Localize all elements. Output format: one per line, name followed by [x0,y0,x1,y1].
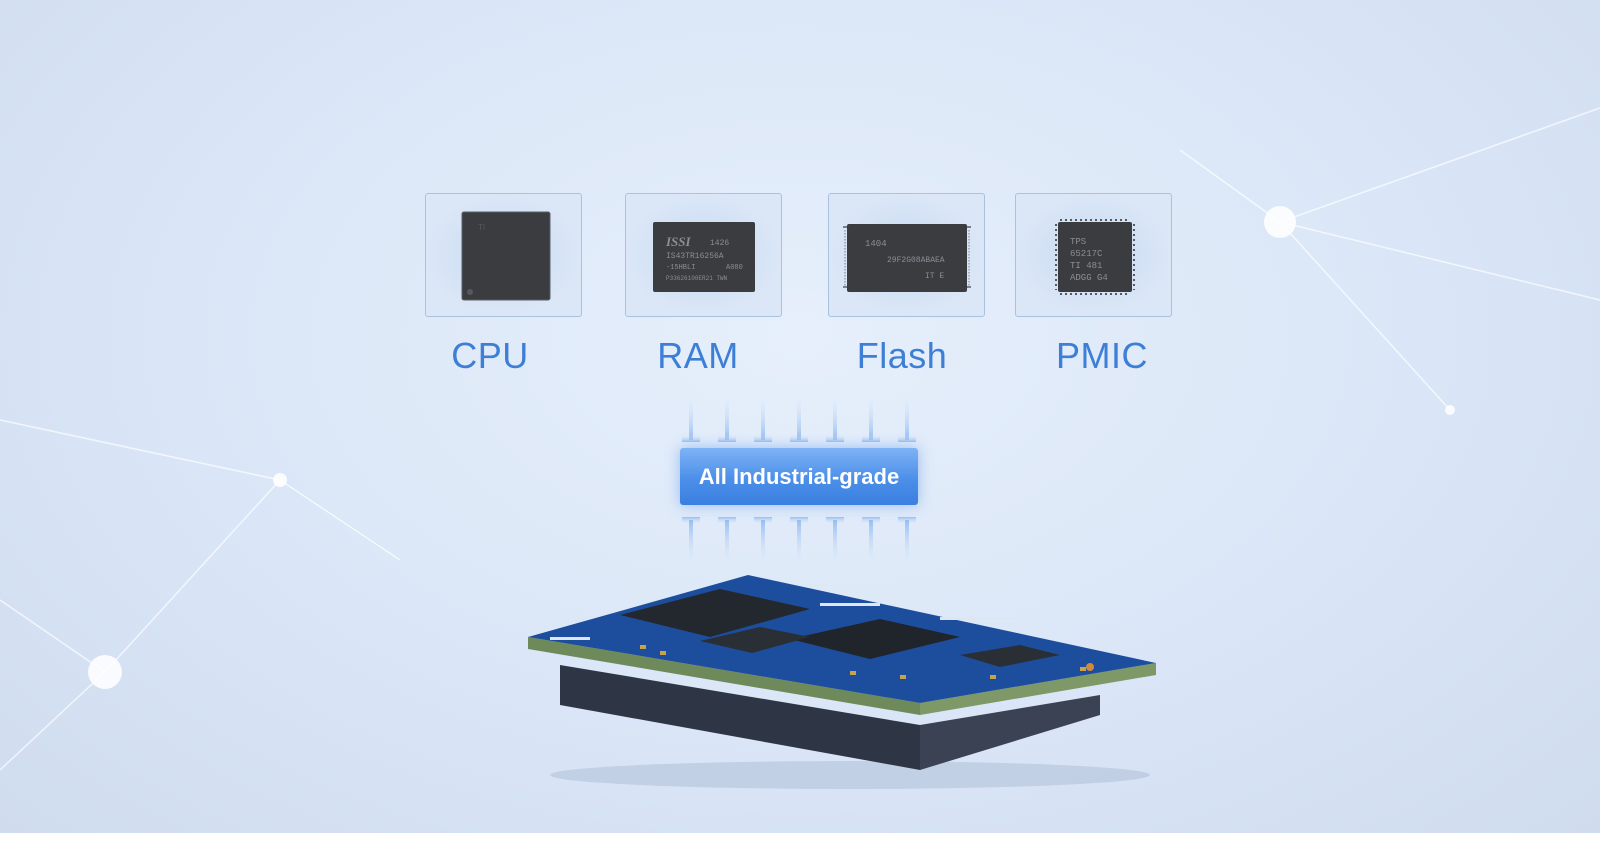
svg-text:TI: TI [478,223,485,232]
svg-text:TI 481: TI 481 [1070,261,1102,271]
flash-label: Flash [856,335,948,376]
ram-chip-card: ISSI 1426 IS43TR16256A -15HBLI A080 P336… [625,193,782,317]
industrial-grade-badge: All Industrial-grade [680,448,918,505]
svg-text:TPS: TPS [1070,237,1086,247]
svg-text:A080: A080 [726,264,743,272]
pmic-chip-card: TPS 65217C TI 481 ADGG G4 [1015,193,1172,317]
svg-text:ISSI: ISSI [665,234,692,249]
lower-pin-connectors [680,515,920,560]
flash-chip-icon: 1404 29F2G08ABAEA IT E [843,224,971,292]
svg-text:65217C: 65217C [1070,249,1103,259]
svg-text:ADGG G4: ADGG G4 [1070,273,1108,283]
ram-label: RAM [657,335,739,376]
bottom-band [0,833,1600,841]
pmic-label: PMIC [1056,335,1148,376]
flash-chip-card: 1404 29F2G08ABAEA IT E [828,193,985,317]
svg-text:29F2G08ABAEA: 29F2G08ABAEA [887,256,945,265]
ram-chip-icon: ISSI 1426 IS43TR16256A -15HBLI A080 P336… [653,222,755,292]
svg-text:1426: 1426 [710,239,729,248]
cpu-label: CPU [451,335,529,376]
svg-text:-15HBLI: -15HBLI [666,264,695,272]
upper-pin-connectors [680,400,920,445]
cpu-chip-card: TI [425,193,582,317]
pmic-chip-icon: TPS 65217C TI 481 ADGG G4 [1055,219,1135,295]
svg-text:1404: 1404 [865,239,887,249]
svg-text:IT E: IT E [925,272,944,281]
svg-text:IS43TR16256A: IS43TR16256A [666,252,724,261]
svg-text:P33626100ER21 TWN: P33626100ER21 TWN [666,275,728,282]
cpu-chip-icon: TI [461,211,551,301]
som-board-image [520,575,1160,795]
